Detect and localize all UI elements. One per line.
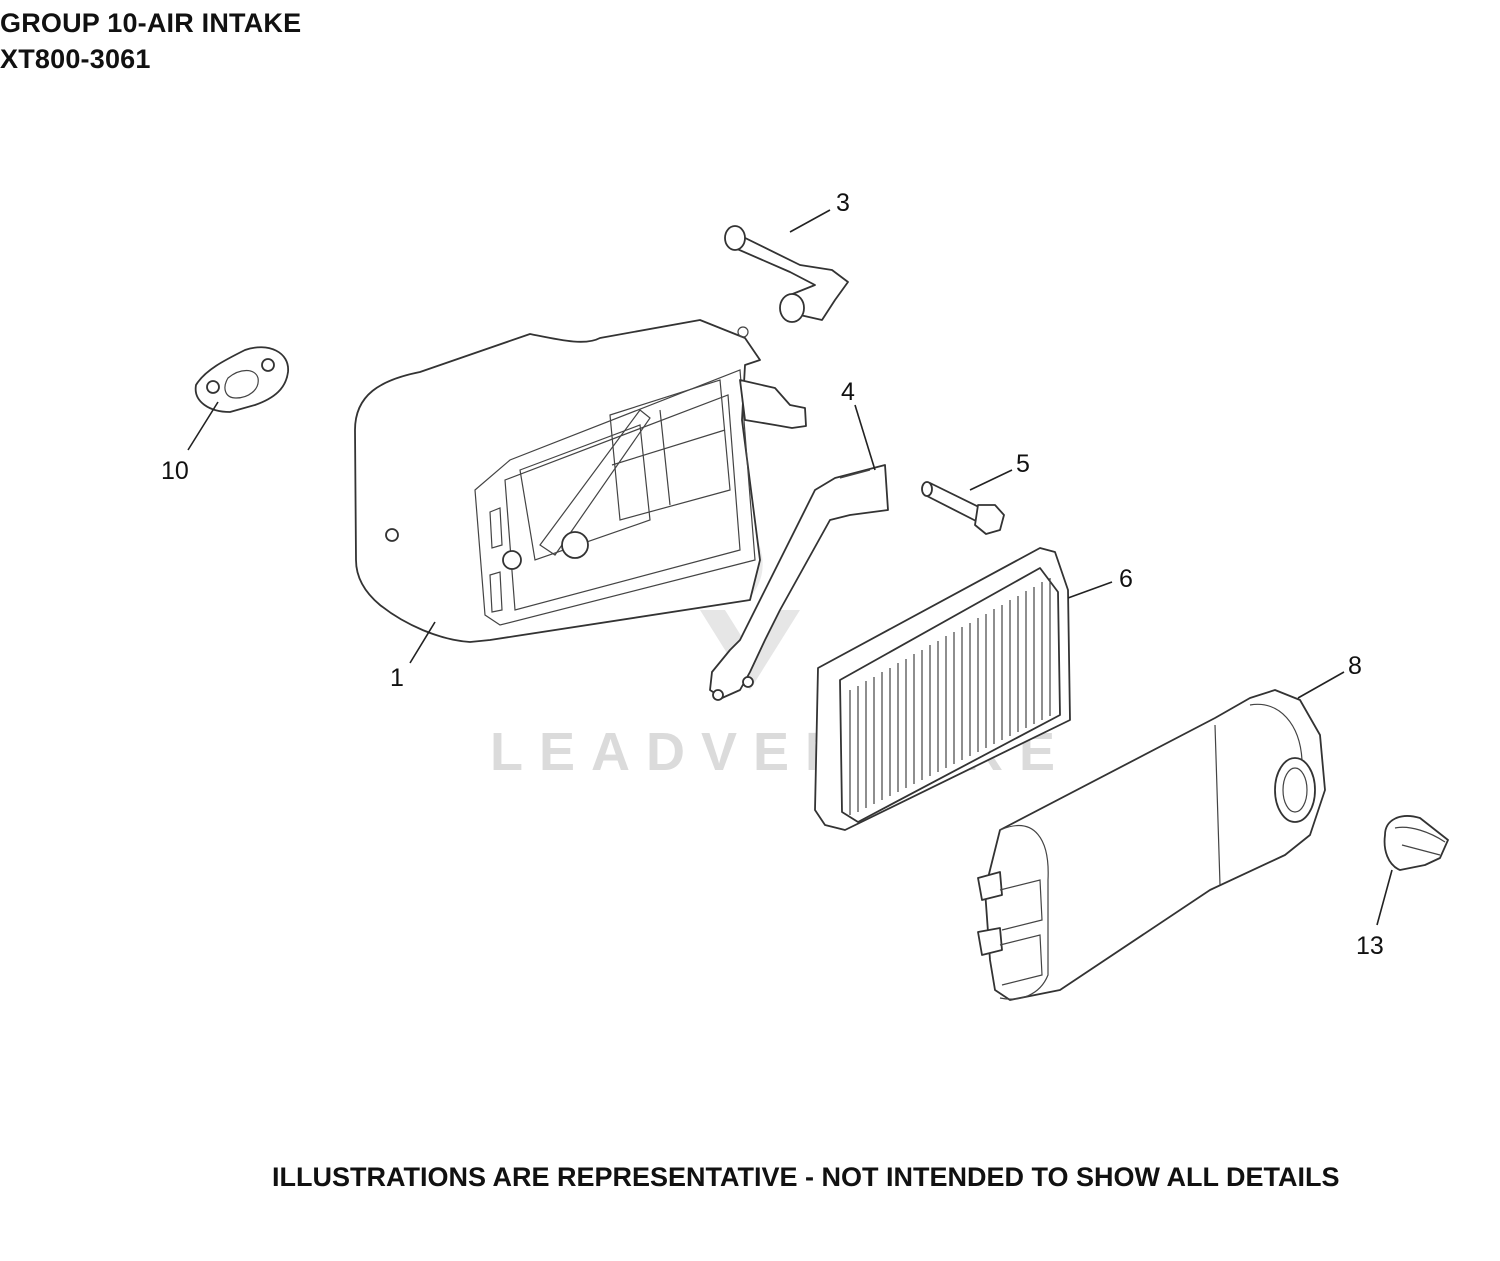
part-3-breather-tube bbox=[724, 225, 849, 323]
diagram-model-number: XT800-3061 bbox=[0, 44, 151, 74]
part-1-air-filter-base bbox=[354, 319, 807, 643]
leader-lines bbox=[187, 209, 1393, 926]
callout-8: 8 bbox=[1348, 652, 1362, 680]
callout-1: 1 bbox=[390, 664, 404, 692]
callout-3: 3 bbox=[836, 189, 850, 217]
filter-pleats bbox=[849, 578, 1051, 815]
callout-6: 6 bbox=[1119, 565, 1133, 593]
callout-10: 10 bbox=[161, 457, 189, 485]
part-13-knob bbox=[1383, 815, 1449, 871]
part-5-bolt bbox=[921, 481, 1005, 535]
part-10-gasket bbox=[194, 346, 289, 413]
part-8-air-filter-cover bbox=[977, 689, 1326, 1001]
diagram-group-title: GROUP 10-AIR INTAKE bbox=[0, 8, 302, 38]
callout-4: 4 bbox=[841, 378, 855, 406]
callout-5: 5 bbox=[1016, 450, 1030, 478]
disclaimer-footer: ILLUSTRATIONS ARE REPRESENTATIVE - NOT I… bbox=[272, 1162, 1340, 1192]
callout-13: 13 bbox=[1356, 932, 1384, 960]
part-6-air-filter-element bbox=[814, 547, 1071, 831]
part-4-bracket bbox=[709, 464, 889, 701]
